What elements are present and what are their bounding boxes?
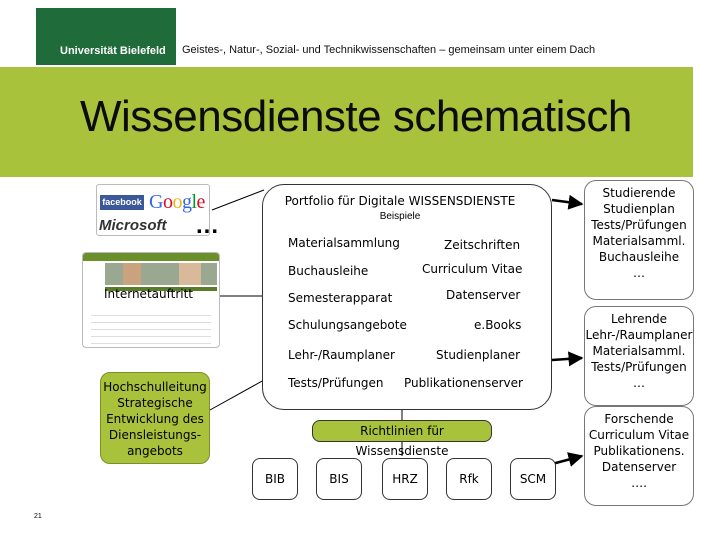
portfolio-subtitle: Beispiele (379, 211, 421, 222)
lehrende-line: Tests/Prüfungen (591, 360, 687, 374)
uni-line: Hochschulleitung (103, 380, 207, 394)
item-materialsammlung: Materialsammlung (288, 236, 400, 250)
uni-line: angebots (127, 444, 183, 458)
forschende-line: Publikationens. (593, 444, 685, 458)
title-band (0, 67, 693, 177)
website-screenshot (82, 252, 220, 348)
arrow-forschende (551, 452, 584, 467)
forschende-line: …. (631, 476, 647, 490)
forschende-line: Curriculum Vitae (588, 428, 690, 442)
arrow-studierende (551, 194, 584, 210)
item-publikationenserver: Publikationenserver (404, 376, 523, 390)
uni-line: Entwicklung des (106, 412, 204, 426)
line-brands-portfolio (211, 189, 265, 211)
brand-logos-box: facebook Google Microsoft (96, 184, 210, 236)
institution-bib: BIB (252, 458, 298, 500)
studierende-line: Materialsamml. (592, 234, 686, 248)
institution-hrz: HRZ (382, 458, 428, 500)
lehrende-line: … (633, 376, 645, 390)
university-logo-text: Universität Bielefeld (60, 45, 166, 57)
hochschulleitung-box: Hochschulleitung Strategische Entwicklun… (100, 372, 210, 464)
microsoft-logo: Microsoft (99, 217, 167, 234)
lehrende-line: Materialsamml. (592, 344, 686, 358)
forschende-line: Forschende (604, 412, 674, 426)
item-raumplaner: Lehr-/Raumplaner (288, 348, 395, 362)
uni-line: Strategische (117, 396, 193, 410)
richtlinien-box: Richtlinien für Wissensdienste (312, 420, 492, 458)
lehrende-line: Lehr-/Raumplaner (585, 328, 693, 342)
page-number: 21 (34, 513, 42, 520)
item-datenserver: Datenserver (446, 288, 521, 302)
item-studienplaner: Studienplaner (436, 348, 521, 362)
studierende-line: Studierende (602, 186, 676, 200)
item-zeitschriften: Zeitschriften (444, 238, 521, 252)
line-uni-portfolio (209, 379, 265, 411)
item-semesterapparat: Semesterapparat (288, 291, 393, 305)
internetauftritt-label: Internetauftritt (104, 287, 194, 301)
slide-title: Wissensdienste schematisch (80, 92, 632, 141)
portfolio-box (262, 184, 552, 410)
google-logo: Google (149, 191, 205, 213)
arrow-lehrende (551, 351, 584, 367)
studierende-line: … (633, 266, 645, 280)
brands-ellipsis: ... (196, 212, 220, 239)
studierende-line: Buchausleihe (598, 250, 680, 264)
portfolio-title: Portfolio für Digitale WISSENSDIENSTE (284, 194, 516, 208)
institution-rfk: Rfk (446, 458, 492, 500)
studierende-line: Tests/Prüfungen (591, 218, 687, 232)
studierende-box: Studierende Studienplan Tests/Prüfungen … (584, 180, 694, 300)
lehrende-line: Lehrende (610, 312, 668, 326)
item-schulungsangebote: Schulungsangebote (288, 318, 407, 332)
forschende-line: Datenserver (601, 460, 677, 474)
header-tagline: Geistes-, Natur-, Sozial- und Technikwis… (182, 44, 596, 56)
studierende-line: Studienplan (603, 202, 675, 216)
item-buchausleihe: Buchausleihe (288, 264, 369, 278)
institution-bis: BIS (316, 458, 362, 500)
item-curriculum-vitae: Curriculum Vitae (422, 262, 523, 276)
uni-line: Diensleistungs- (108, 428, 202, 442)
university-logo-bar (36, 8, 176, 65)
forschende-box: Forschende Curriculum Vitae Publikatione… (584, 406, 694, 506)
item-ebooks: e.Books (474, 318, 522, 332)
institution-scm: SCM (510, 458, 556, 500)
item-tests-pruefungen: Tests/Prüfungen (288, 376, 384, 390)
lehrende-box: Lehrende Lehr-/Raumplaner Materialsamml.… (584, 306, 694, 406)
facebook-logo: facebook (100, 195, 144, 210)
